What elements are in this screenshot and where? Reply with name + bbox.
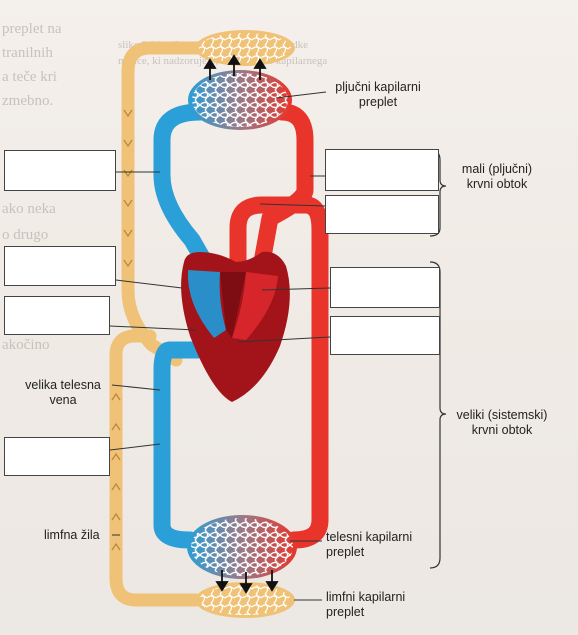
answer-box-left-4[interactable]: [4, 437, 110, 476]
label-large-circulation: veliki (sistemski) krvni obtok: [447, 408, 557, 438]
answer-box-right-4[interactable]: [330, 316, 440, 355]
label-great-vein: velika telesna vena: [14, 378, 112, 408]
answer-box-right-2[interactable]: [325, 195, 439, 234]
pulmonary-capillary-network: [188, 70, 292, 130]
label-small-circulation: mali (pljučni) krvni obtok: [447, 162, 547, 192]
answer-box-right-1[interactable]: [325, 149, 439, 191]
label-lymph-vessel: limfna žila: [44, 528, 124, 543]
answer-box-left-3[interactable]: [4, 296, 110, 335]
label-pulmonary-capillary: pljučni kapilarni preplet: [328, 80, 428, 110]
heart: [181, 252, 290, 402]
answer-box-left-1[interactable]: [4, 150, 116, 191]
answer-box-right-3[interactable]: [330, 267, 440, 308]
answer-box-left-2[interactable]: [4, 246, 116, 286]
label-body-capillary: telesni kapilarni preplet: [326, 530, 436, 560]
label-lymph-capillary: limfni kapilarni preplet: [326, 590, 426, 620]
body-capillary-network: [187, 515, 297, 579]
